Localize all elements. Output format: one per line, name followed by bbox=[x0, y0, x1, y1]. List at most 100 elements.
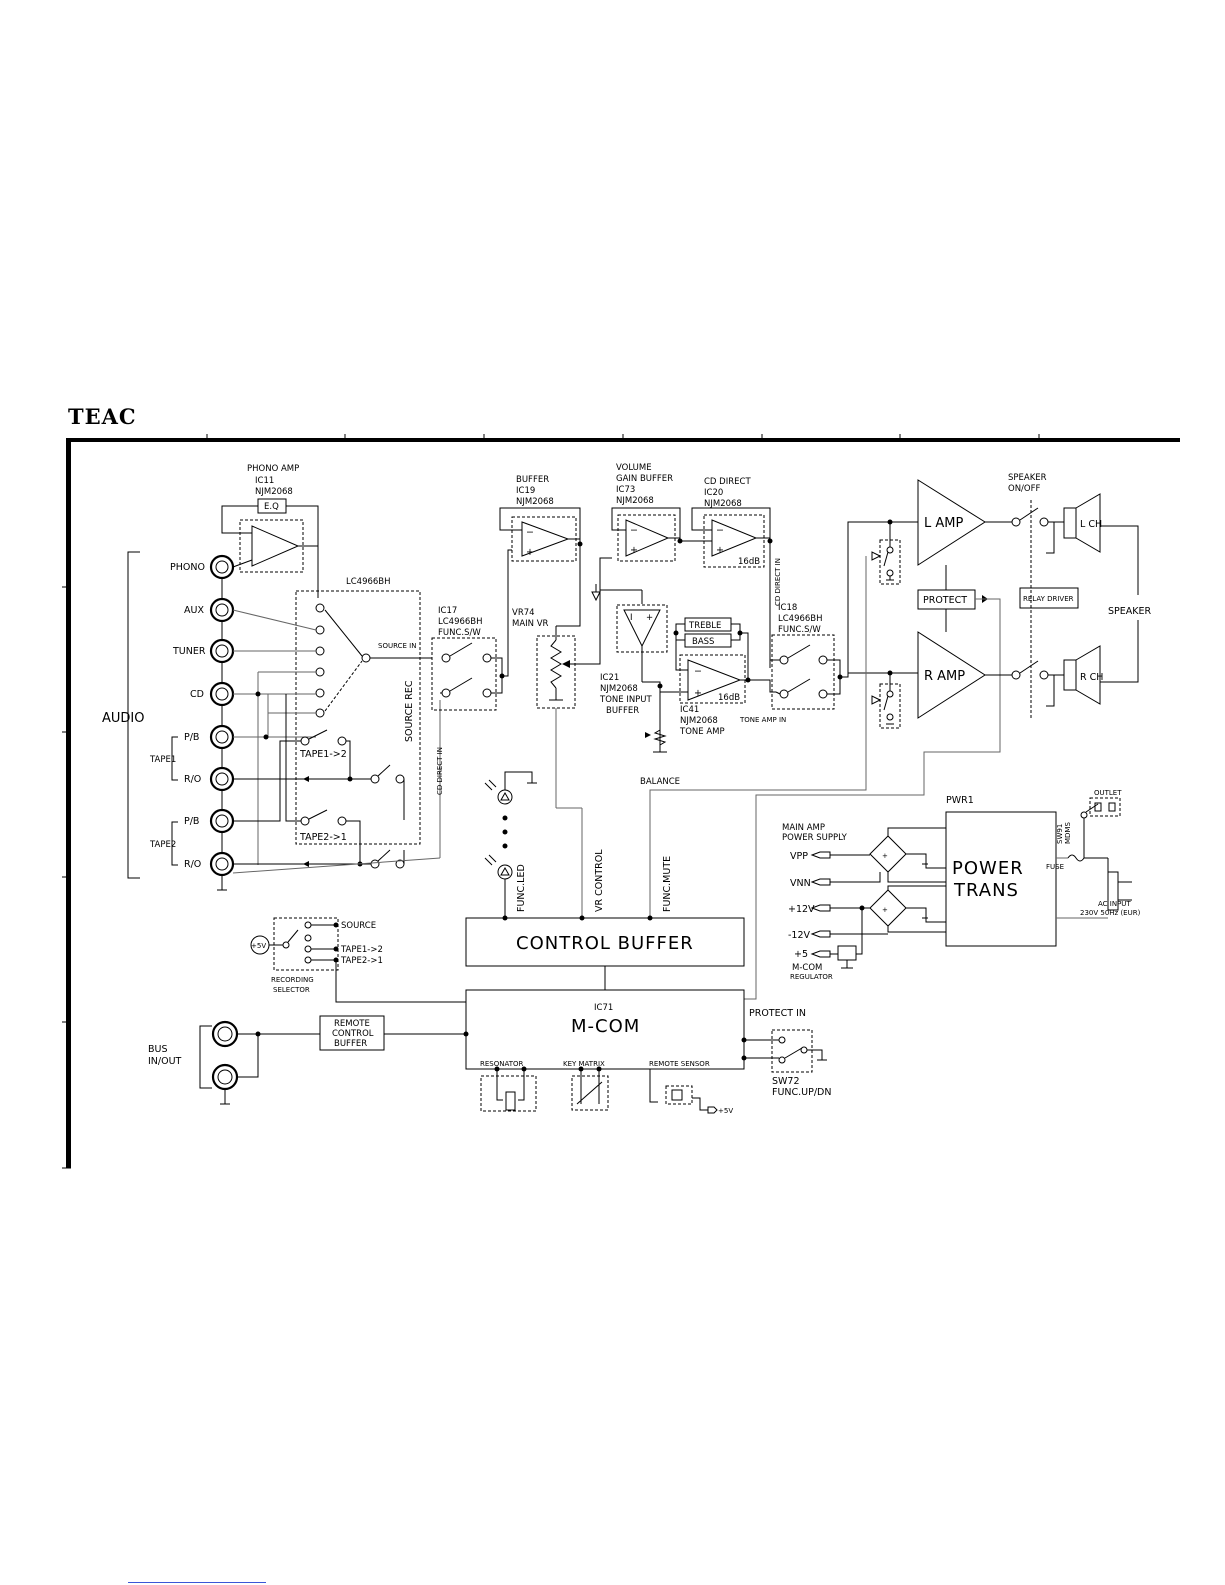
ic21-part: NJM2068 bbox=[600, 684, 638, 694]
cd-direct-ic20: CD DIRECT IC20 NJM2068 −+ 16dB CD DIRECT… bbox=[680, 477, 782, 668]
tape1-2-label: TAPE1->2 bbox=[299, 749, 347, 760]
remote-buffer-line-2: CONTROL bbox=[332, 1029, 374, 1039]
mcom-reg-label-2: REGULATOR bbox=[790, 973, 833, 981]
rec-selector-label-1: RECORDING bbox=[271, 976, 314, 984]
buffer-ic19: BUFFER IC19 NJM2068 −+ bbox=[499, 475, 583, 565]
volume-ic: IC73 bbox=[616, 485, 635, 495]
speaker-label: SPEAKER bbox=[1108, 606, 1151, 617]
main-amp-label-1: MAIN AMP bbox=[782, 823, 825, 833]
tape2-pb-label: P/B bbox=[184, 816, 199, 827]
ic21-line-2: BUFFER bbox=[606, 706, 639, 716]
main-volume: VR74 MAIN VR bbox=[512, 557, 612, 918]
tape2-ro-label: R/O bbox=[184, 859, 201, 870]
buffer-ic: IC19 bbox=[516, 486, 535, 496]
power-supply: PWR1 POWER TRANS MAIN AMP POWER SUPPLY +… bbox=[782, 789, 1141, 981]
vnn-label: VNN bbox=[790, 878, 811, 889]
resonator-label: RESONATOR bbox=[480, 1060, 524, 1068]
remote-sensor-label: REMOTE SENSOR bbox=[649, 1060, 710, 1068]
svg-text:−: − bbox=[716, 525, 724, 536]
buffer-title: BUFFER bbox=[516, 475, 549, 485]
ic17-part: LC4966BH bbox=[438, 617, 483, 627]
cd-direct-ic: IC20 bbox=[704, 488, 723, 498]
m12v-label: -12V bbox=[788, 930, 811, 941]
outlet-label: OUTLET bbox=[1094, 789, 1122, 797]
mcom-reg-label-1: M-COM bbox=[792, 963, 822, 973]
ic21-ic: IC21 bbox=[600, 673, 619, 683]
ic17-func: FUNC.S/W bbox=[438, 628, 481, 638]
l-amp-label: L AMP bbox=[924, 516, 963, 531]
recording-selector: +5V SOURCE TAPE1->2 TAPE2->1 RECORDING S… bbox=[250, 917, 466, 1003]
phono-amp-part: NJM2068 bbox=[255, 487, 293, 497]
power-trans-line-2: TRANS bbox=[953, 880, 1019, 901]
buffer-part: NJM2068 bbox=[516, 497, 554, 507]
volume-part: NJM2068 bbox=[616, 496, 654, 506]
ic41-part: NJM2068 bbox=[680, 716, 718, 726]
ac-input-label-2: 230V 50Hz (EUR) bbox=[1080, 909, 1141, 917]
tone-section: I+ IC21 NJM2068 TONE INPUT BUFFER TREBLE… bbox=[599, 589, 786, 787]
eq-label: E.Q bbox=[264, 502, 279, 512]
svg-text:−: − bbox=[526, 527, 534, 538]
volume-gain-buffer: VOLUME GAIN BUFFER IC73 NJM2068 −+ bbox=[591, 463, 683, 602]
ic21-line-1: TONE INPUT bbox=[599, 695, 653, 705]
power-trans-line-1: POWER bbox=[952, 858, 1024, 879]
cd-direct-in-label-2: CD DIRECT IN bbox=[774, 558, 782, 606]
speaker-title-1: SPEAKER bbox=[1008, 473, 1047, 483]
cd-direct-part: NJM2068 bbox=[704, 499, 742, 509]
func-leds: FUNC.LED VR CONTROL FUNC.MUTE bbox=[484, 771, 673, 921]
selector-part: LC4966BH bbox=[346, 577, 391, 587]
ic41-ic: IC41 bbox=[680, 705, 699, 715]
control-section: CONTROL BUFFER IC71 M-COM RESONATOR KEY … bbox=[465, 917, 831, 1115]
rec-t12-label: TAPE1->2 bbox=[340, 945, 383, 955]
key-matrix-label: KEY MATRIX bbox=[563, 1060, 605, 1068]
r-ch-label: R CH bbox=[1080, 672, 1103, 683]
remote-buffer-line-3: BUFFER bbox=[334, 1039, 367, 1049]
ic41-label: TONE AMP bbox=[679, 727, 725, 737]
page-frame bbox=[62, 434, 1180, 1169]
sw72-func: FUNC.UP/DN bbox=[772, 1087, 831, 1098]
rec-source-label: SOURCE bbox=[341, 921, 376, 931]
ic18-part: LC4966BH bbox=[778, 614, 823, 624]
bass-label: BASS bbox=[692, 637, 714, 647]
tape1-label: TAPE1 bbox=[149, 755, 176, 765]
svg-text:+: + bbox=[630, 545, 638, 556]
footer-link-underline[interactable] bbox=[128, 1582, 266, 1583]
phono-amp-ic: IC11 bbox=[255, 476, 274, 486]
speaker-output: SPEAKER ON/OFF L CH R CH SPEAKER bbox=[985, 473, 1151, 720]
cd-direct-gain: 16dB bbox=[738, 557, 760, 567]
power-amps: L AMP R AMP PROTECT RELAY DRIVER bbox=[744, 479, 1079, 1000]
svg-text:+: + bbox=[646, 613, 653, 623]
rec-selector-label-2: SELECTOR bbox=[273, 986, 310, 994]
svg-text:−: − bbox=[694, 666, 702, 677]
sw91-label: SW91 bbox=[1056, 824, 1064, 844]
phono-amp-title: PHONO AMP bbox=[247, 464, 299, 474]
source-in-label: SOURCE IN bbox=[378, 642, 416, 650]
balance-label: BALANCE bbox=[640, 777, 680, 787]
volume-title-2: GAIN BUFFER bbox=[616, 474, 673, 484]
audio-input-jacks: AUDIO PHONO AUX TUNER CD P/B R/O P/B R/O… bbox=[102, 551, 235, 891]
svg-text:+: + bbox=[882, 852, 888, 860]
tape2-1-label: TAPE2->1 bbox=[299, 832, 347, 843]
p12v-label: +12V bbox=[788, 904, 815, 915]
ic17-ic: IC17 bbox=[438, 606, 457, 616]
cd-direct-in-label-1: CD DIRECT IN bbox=[436, 747, 444, 795]
svg-text:+: + bbox=[716, 545, 724, 556]
treble-label: TREBLE bbox=[688, 621, 721, 631]
mute-relays bbox=[649, 519, 901, 918]
ic18-func: FUNC.S/W bbox=[778, 625, 821, 635]
speaker-title-2: ON/OFF bbox=[1008, 484, 1040, 494]
tuner-label: TUNER bbox=[172, 646, 206, 657]
phono-label: PHONO bbox=[170, 562, 205, 573]
rec-t21-label: TAPE2->1 bbox=[340, 956, 383, 966]
vr-control-label: VR CONTROL bbox=[594, 849, 605, 912]
sw72-name: SW72 bbox=[772, 1076, 800, 1087]
remote-buffer-line-1: REMOTE bbox=[334, 1019, 370, 1029]
source-selector: LC4966BH SOURCE IN SOURCE REC bbox=[232, 577, 444, 874]
bus-label-2: IN/OUT bbox=[148, 1056, 182, 1067]
tone-amp-in-label: TONE AMP IN bbox=[739, 716, 786, 724]
p5-label: +5 bbox=[794, 949, 808, 960]
ic41-gain: 16dB bbox=[718, 693, 740, 703]
phono-amp: PHONO AMP IC11 NJM2068 E.Q bbox=[221, 464, 319, 598]
vpp-label: VPP bbox=[790, 851, 808, 862]
cd-label: CD bbox=[190, 689, 204, 700]
